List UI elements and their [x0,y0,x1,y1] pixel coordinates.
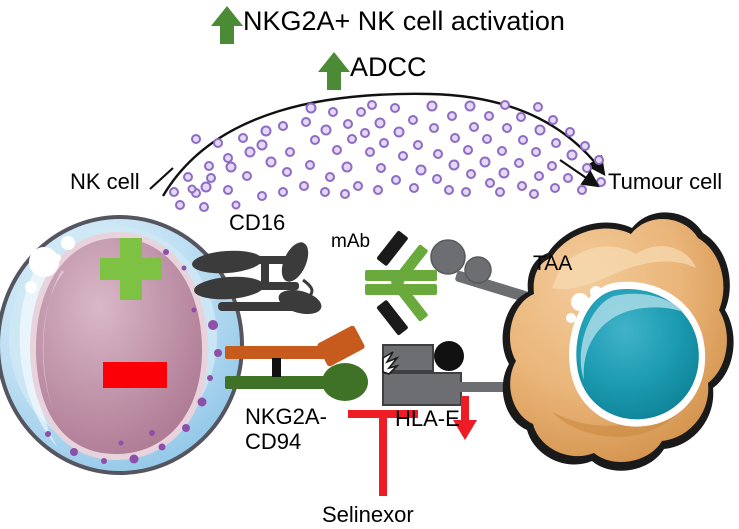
adcc-label: ADCC [350,52,427,82]
nkg2a-cd94-receptor [225,325,368,401]
mab-antibody [365,230,437,336]
tumour-shadow [552,380,700,437]
hla-e-label: HLA-E [395,406,460,431]
pointer-line-icon [149,167,174,190]
hla-e-complex [382,341,538,406]
nk-nucleus [36,238,202,454]
up-arrow-activation-icon [211,6,243,44]
nk-vesicle [61,236,75,250]
nk-vesicle [29,247,59,277]
tumour-cell [502,212,734,471]
nk-nucleus-highlight [42,270,64,412]
nk-cell-label: NK cell [70,169,140,194]
selinexor-label: Selinexor [322,502,414,527]
hla-e-notch [382,351,400,375]
tumour-vesicle [590,286,602,298]
nk-vesicle [25,281,37,293]
granule-cloud [169,100,606,212]
up-arrow-adcc-icon [318,52,350,90]
curved-arrow-icon [161,92,606,197]
tumour-highlight [552,246,696,290]
minus-sign-icon [103,362,167,388]
taa-label: TAA [533,252,573,275]
nkg2a-cd94-label: NKG2A- CD94 [245,404,327,454]
activation-title: NKG2A+ NK cell activation [243,6,565,36]
tumour-nucleus-highlight [580,293,684,380]
nk-granules [45,249,222,464]
hla-e-peptide [434,341,464,371]
tumour-vesicle [571,293,589,311]
nk-membrane-highlight [19,268,58,448]
nk-vesicle [53,254,61,262]
mab-label: mAb [331,231,371,252]
nk-cell [0,215,244,475]
cd16-label: CD16 [229,210,286,235]
inhibition-tee-icon [348,410,418,496]
pointer-arrow-icon [559,159,600,188]
down-arrow-hlae-icon [453,396,477,440]
tumour-vesicle [566,313,576,323]
cd16-receptor [192,242,322,315]
tumour-cell-label: Tumour cell [608,169,723,194]
plus-sign-icon [100,238,162,300]
